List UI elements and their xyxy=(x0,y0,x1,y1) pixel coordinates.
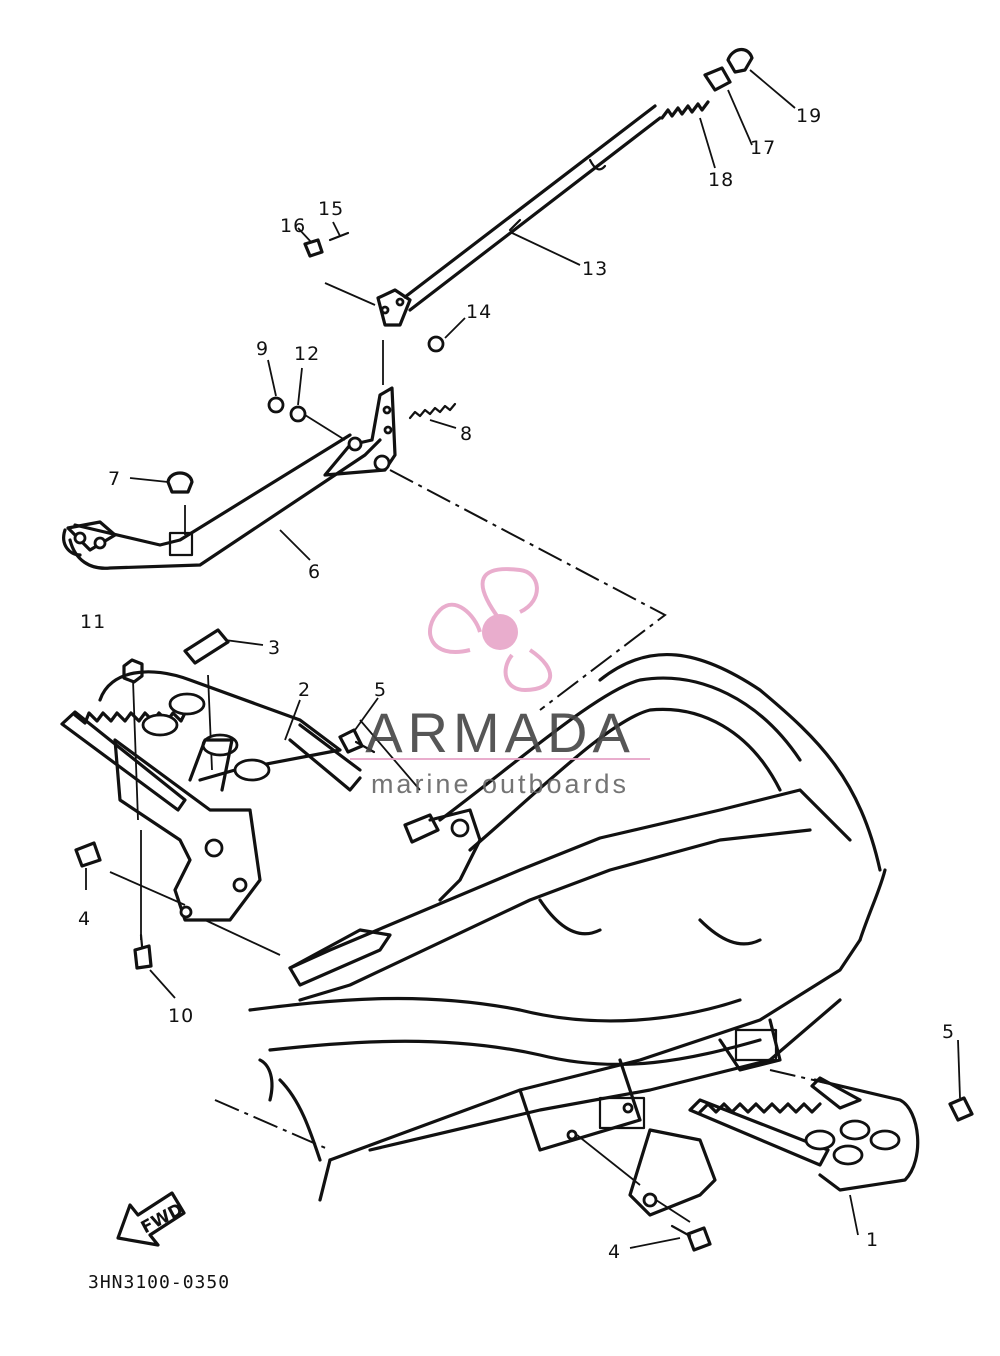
callout-8: 8 xyxy=(460,423,473,445)
frame xyxy=(248,652,887,1202)
callout-18: 18 xyxy=(708,169,734,191)
callout-leaders xyxy=(85,69,961,1249)
callout-5-left: 5 xyxy=(374,679,387,701)
propeller-icon xyxy=(428,567,552,693)
left-footrest xyxy=(60,670,362,922)
callout-7: 7 xyxy=(108,468,121,490)
callout-9: 9 xyxy=(256,338,269,360)
wing-nut xyxy=(726,48,754,74)
callout-10: 10 xyxy=(168,1005,194,1027)
fwd-label: FWD xyxy=(138,1200,187,1239)
callout-6: 6 xyxy=(308,561,321,583)
callout-16: 16 xyxy=(280,215,306,237)
adjuster-nut xyxy=(703,66,732,92)
reference-lines xyxy=(109,282,836,1223)
callout-4-right: 4 xyxy=(608,1241,621,1263)
callout-11: 11 xyxy=(80,611,106,633)
watermark-underline xyxy=(350,758,650,760)
brake-rod xyxy=(376,104,662,327)
callout-14: 14 xyxy=(466,301,492,323)
callout-17: 17 xyxy=(750,137,776,159)
watermark: ARMADA marine outboards xyxy=(350,567,650,799)
watermark-title: ARMADA xyxy=(365,701,635,764)
callout-3: 3 xyxy=(268,637,281,659)
callout-19: 19 xyxy=(796,105,822,127)
callout-5-right: 5 xyxy=(942,1021,955,1043)
right-footrest xyxy=(628,1076,920,1217)
callout-1: 1 xyxy=(866,1229,879,1251)
callout-2: 2 xyxy=(298,679,311,701)
small-parts xyxy=(74,231,974,1252)
diagram-code: 3HN3100-0350 xyxy=(88,1272,230,1293)
adjuster-spring xyxy=(660,100,710,120)
propeller-hub xyxy=(482,614,518,650)
fwd-arrow-icon: FWD xyxy=(116,1191,187,1247)
callout-15: 15 xyxy=(318,198,344,220)
callout-4-left: 4 xyxy=(78,908,91,930)
brake-pedal xyxy=(62,386,397,570)
callouts: 1 2 3 4 4 5 5 6 7 8 9 10 11 12 13 14 15 … xyxy=(78,105,955,1263)
watermark-subtitle: marine outboards xyxy=(371,769,629,799)
callout-12: 12 xyxy=(294,343,320,365)
callout-13: 13 xyxy=(582,258,608,280)
